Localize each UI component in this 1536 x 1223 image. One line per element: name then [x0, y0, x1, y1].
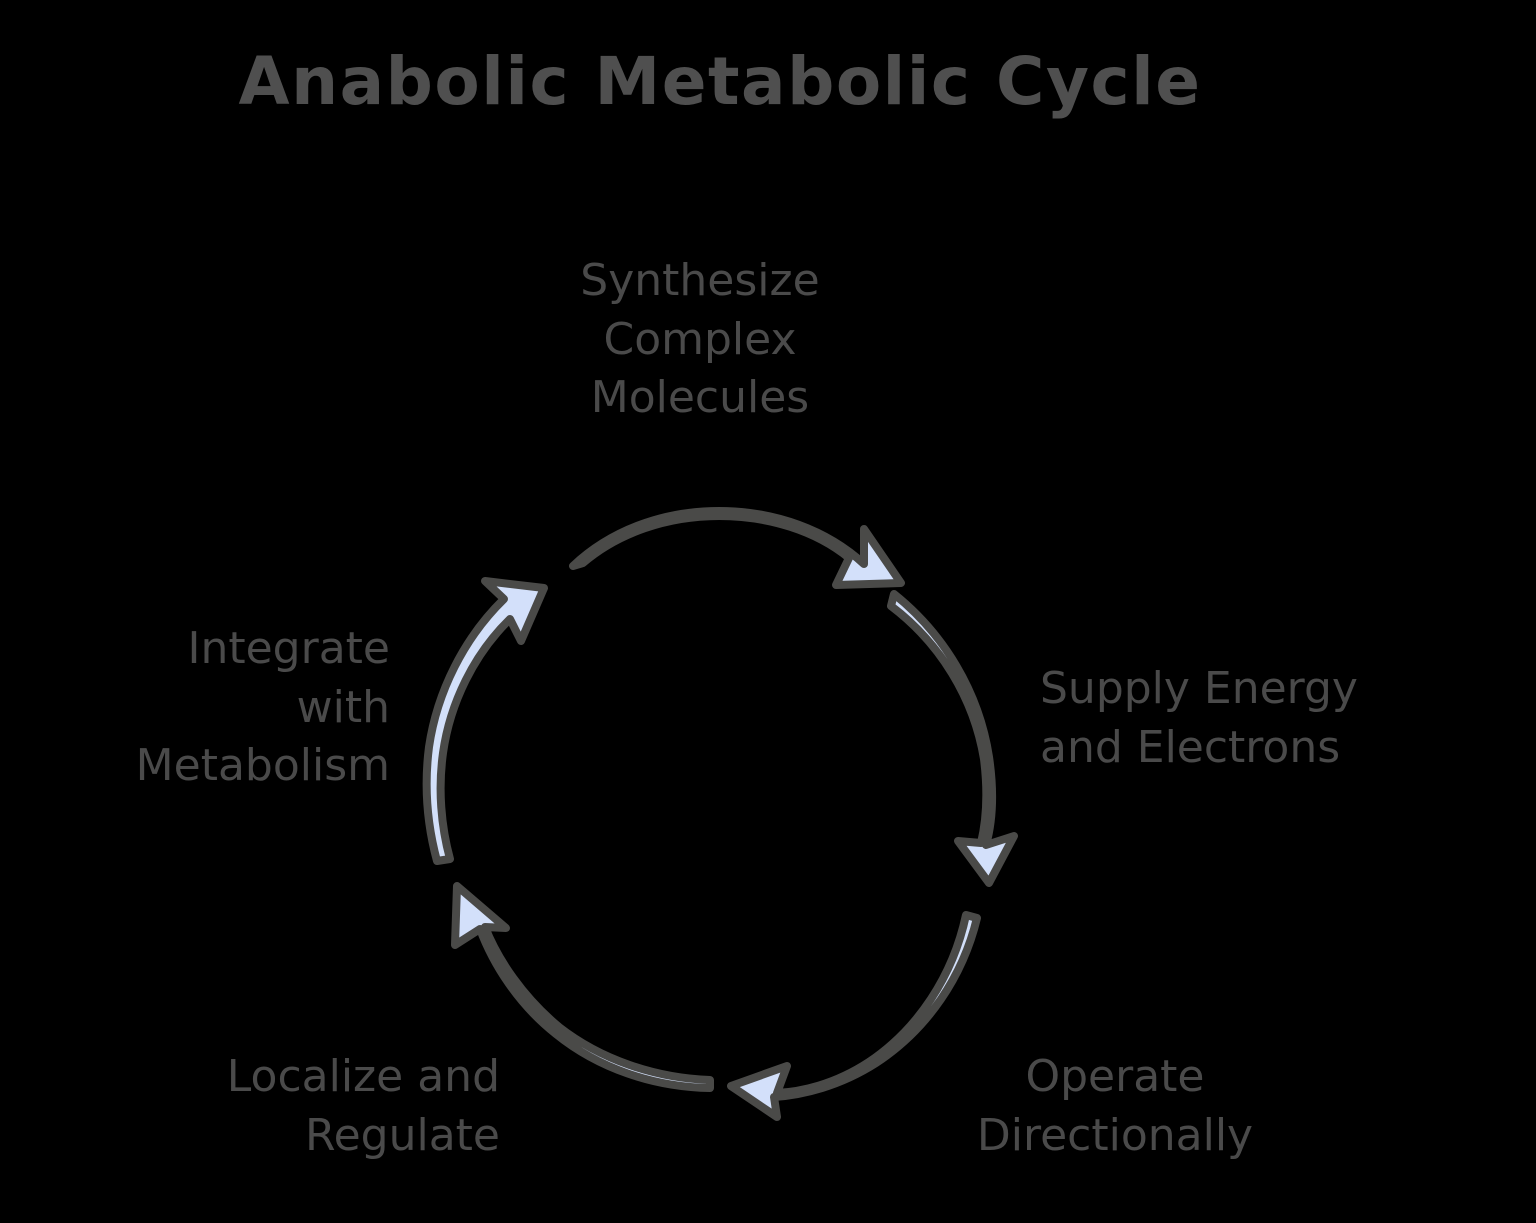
node-label-operate: Operate Directionally [976, 1051, 1254, 1161]
node-label-synthesize: Synthesize Complex Molecules [580, 255, 820, 424]
node-label-supply: Supply Energy and Electrons [1040, 663, 1358, 773]
arrow-bottom-left [451, 882, 714, 1092]
arrow-right [887, 590, 1018, 887]
arrow-bottom-right [727, 911, 981, 1121]
page-title: Anabolic Metabolic Cycle [238, 43, 1202, 120]
arrow-top [569, 507, 905, 589]
arrow-left [422, 577, 548, 865]
node-label-localize: Localize and Regulate [226, 1051, 500, 1161]
node-label-integrate: Integrate with Metabolism [135, 623, 390, 792]
